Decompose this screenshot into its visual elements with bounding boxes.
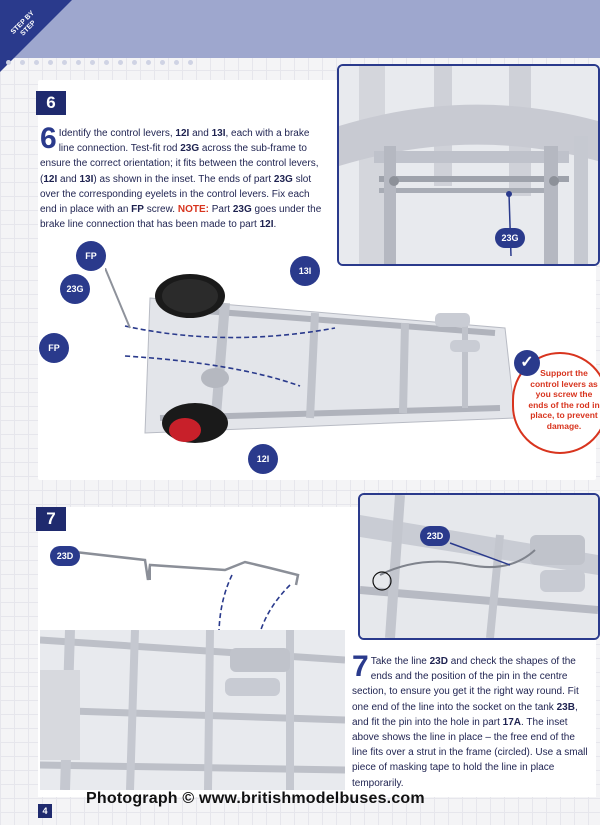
label-fp-bottom: FP	[39, 333, 69, 363]
step7-inset-photo	[358, 493, 600, 640]
page-number: 4	[38, 804, 52, 818]
label-12i: 12I	[248, 444, 278, 474]
label-23g: 23G	[60, 274, 90, 304]
note-label: NOTE:	[178, 204, 209, 215]
support-text: Support the control levers as you screw …	[528, 368, 600, 431]
step7-number: 7	[36, 507, 66, 531]
label-23d-inset: 23D	[420, 526, 450, 546]
header-banner	[0, 0, 600, 58]
step6-number: 6	[36, 91, 66, 115]
label-fp-top: FP	[76, 241, 106, 271]
label-13i: 13I	[290, 256, 320, 286]
step6-chassis-photo	[105, 268, 525, 478]
step6-dropcap: 6	[40, 127, 57, 151]
label-23d: 23D	[50, 546, 80, 566]
step7-chassis-photo	[40, 630, 345, 790]
step6-inset-photo	[337, 64, 600, 266]
step7-dropcap: 7	[352, 655, 369, 679]
photo-watermark: Photograph © www.britishmodelbuses.com	[86, 790, 425, 808]
label-23g-inset: 23G	[495, 228, 525, 248]
support-callout: ✓ Support the control levers as you scre…	[512, 352, 600, 454]
header-dots	[6, 60, 193, 65]
